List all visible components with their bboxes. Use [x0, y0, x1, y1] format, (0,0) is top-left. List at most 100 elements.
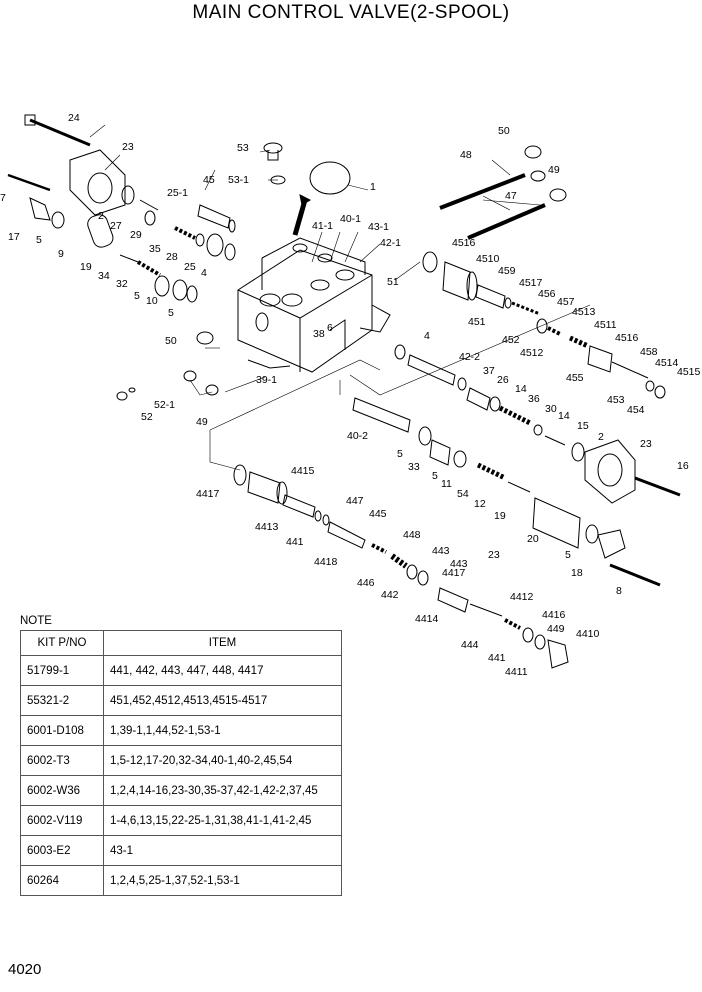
callout-labels: 24 23 7 17 5 2 27 9 29 19 34 32 35 28 5 …	[0, 112, 701, 678]
callout: 5	[36, 234, 42, 246]
callout: 42-1	[380, 237, 401, 249]
callout: 442	[381, 589, 399, 601]
callout: 24	[68, 112, 80, 124]
kit-cell: 6002-V119	[20, 805, 104, 836]
callout: 448	[403, 529, 421, 541]
table-row: 6002-V119 1-4,6,13,15,22-25-1,31,38,41-1…	[20, 805, 342, 836]
callout: 27	[110, 220, 122, 232]
callout: 453	[607, 394, 625, 406]
kit-table-header: KIT P/NO ITEM	[20, 630, 342, 656]
callout: 50	[165, 335, 177, 347]
callout: 459	[498, 265, 516, 277]
table-row: 51799-1 441, 442, 443, 447, 448, 4417	[20, 655, 342, 686]
callout: 4414	[415, 613, 439, 625]
callout: 449	[547, 623, 565, 635]
kit-cell: 51799-1	[20, 655, 104, 686]
callout: 48	[460, 149, 472, 161]
item-cell: 1,39-1,1,44,52-1,53-1	[103, 715, 342, 746]
lower-middle-spool-drawing	[352, 397, 661, 587]
callout: 34	[98, 270, 110, 282]
callout: 4418	[314, 556, 338, 568]
callout: 4514	[655, 357, 679, 369]
callout: 1	[370, 181, 376, 193]
left-cover-drawing	[7, 114, 351, 303]
kit-column-header: KIT P/NO	[20, 630, 104, 656]
kit-cell: 6002-T3	[20, 745, 104, 776]
kit-cell: 6001-D108	[20, 715, 104, 746]
callout: 33	[408, 461, 420, 473]
tie-rods-drawing	[116, 145, 567, 401]
valve-body-drawing	[237, 237, 391, 373]
callout: 4510	[476, 253, 500, 265]
callout: 32	[116, 278, 128, 290]
callout: 4411	[505, 666, 528, 678]
callout: 35	[149, 243, 161, 255]
callout: 36	[528, 393, 540, 405]
callout: 4515	[677, 366, 701, 378]
callout: 4415	[291, 465, 315, 477]
callout: 29	[130, 229, 142, 241]
middle-spool-drawing	[394, 344, 681, 504]
callout: 53-1	[228, 174, 249, 186]
callout: 5	[565, 549, 571, 561]
callout: 45	[203, 174, 215, 186]
callout: 54	[457, 488, 469, 500]
callout: 452	[502, 334, 520, 346]
callout: 19	[494, 510, 506, 522]
table-row: 6002-T3 1,5-12,17-20,32-34,40-1,40-2,45,…	[20, 745, 342, 776]
page-title: MAIN CONTROL VALVE(2-SPOOL)	[192, 2, 510, 23]
item-cell: 441, 442, 443, 447, 448, 4417	[103, 655, 342, 686]
callout: 5	[168, 307, 174, 319]
lower-spool-drawing	[233, 464, 569, 669]
item-cell: 43-1	[103, 835, 342, 866]
callout: 52	[141, 411, 153, 423]
item-cell: 1-4,6,13,15,22-25-1,31,38,41-1,41-2,45	[103, 805, 342, 836]
callout: 14	[558, 410, 570, 422]
kit-cell: 60264	[20, 865, 104, 896]
callout: 4513	[572, 306, 596, 318]
callout: 14	[515, 383, 527, 395]
callout: 441	[286, 536, 304, 548]
table-row: 60264 1,2,4,5,25-1,37,52-1,53-1	[20, 865, 342, 896]
callout: 4512	[520, 347, 544, 359]
callout: 10	[146, 295, 158, 307]
callout: 444	[461, 639, 479, 651]
callout: 5	[397, 448, 403, 460]
callout: 23	[640, 438, 652, 450]
callout: 9	[58, 248, 64, 260]
kit-cell: 6003-E2	[20, 835, 104, 866]
table-row: 6002-W36 1,2,4,14-16,23-30,35-37,42-1,42…	[20, 775, 342, 806]
callout: 451	[468, 316, 486, 328]
callout: 8	[616, 585, 622, 597]
callout: 50	[498, 125, 510, 137]
item-cell: 451,452,4512,4513,4515-4517	[103, 685, 342, 716]
callout: 41-1	[312, 220, 333, 232]
callout: 28	[166, 251, 178, 263]
callout: 4516	[615, 332, 639, 344]
callout: 441	[488, 652, 506, 664]
callout: 4417	[196, 488, 220, 500]
callout: 6	[327, 322, 333, 334]
leader-lines	[89, 124, 591, 471]
callout: 49	[196, 416, 208, 428]
callout: 4516	[452, 237, 476, 249]
item-cell: 1,5-12,17-20,32-34,40-1,40-2,45,54	[103, 745, 342, 776]
callout: 4410	[576, 628, 600, 640]
callout: 456	[538, 288, 556, 300]
upper-spool-drawing	[422, 251, 666, 399]
item-column-header: ITEM	[103, 630, 342, 656]
callout: 4	[424, 330, 430, 342]
callout: 37	[483, 365, 495, 377]
callout: 40-1	[340, 213, 361, 225]
callout: 19	[80, 261, 92, 273]
callout: 43-1	[368, 221, 389, 233]
callout: 4511	[594, 319, 617, 331]
callout: 51	[387, 276, 399, 288]
item-cell: 1,2,4,14-16,23-30,35-37,42-1,42-2,37,45	[103, 775, 342, 806]
callout: 4413	[255, 521, 279, 533]
callout: 458	[640, 346, 658, 358]
callout: 18	[571, 567, 583, 579]
callout: 4517	[519, 277, 543, 289]
callout: 25-1	[167, 187, 188, 199]
